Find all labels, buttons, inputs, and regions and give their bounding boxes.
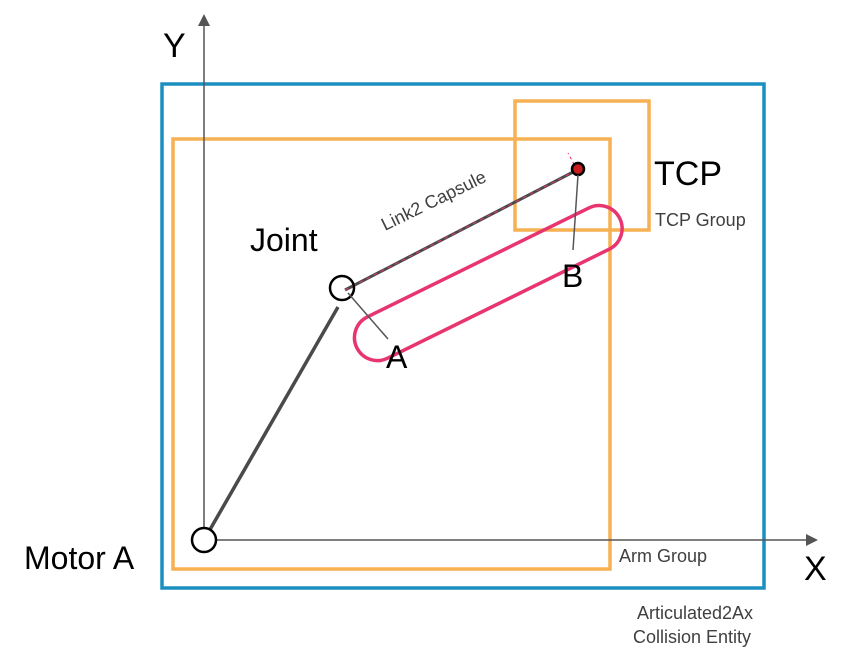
link2-centerline	[344, 169, 578, 291]
tcp-label: TCP	[654, 155, 722, 193]
joint-circle	[328, 274, 356, 302]
link1-line	[202, 306, 340, 541]
point-a-leader	[347, 292, 389, 340]
collision-entity-frame	[160, 82, 766, 590]
entity-label-line2: Collision Entity	[633, 627, 751, 647]
x-axis-label: X	[804, 550, 827, 588]
entity-label-line1: Articulated2Ax	[637, 603, 753, 623]
motor-label: Motor A	[24, 540, 135, 576]
arm-group-frame	[171, 137, 612, 571]
y-axis-label: Y	[163, 27, 186, 65]
point-b-leader	[572, 174, 579, 251]
arm-group-label: Arm Group	[619, 546, 707, 566]
joint-label: Joint	[250, 222, 318, 258]
motor-joint-circle	[190, 526, 218, 554]
tcp-group-label: TCP Group	[655, 210, 746, 230]
point-b-label: B	[562, 258, 583, 294]
link2-capsule	[352, 203, 624, 363]
tcp-group-frame	[513, 99, 651, 232]
point-a-label: A	[386, 339, 408, 375]
tcp-point	[570, 161, 586, 177]
